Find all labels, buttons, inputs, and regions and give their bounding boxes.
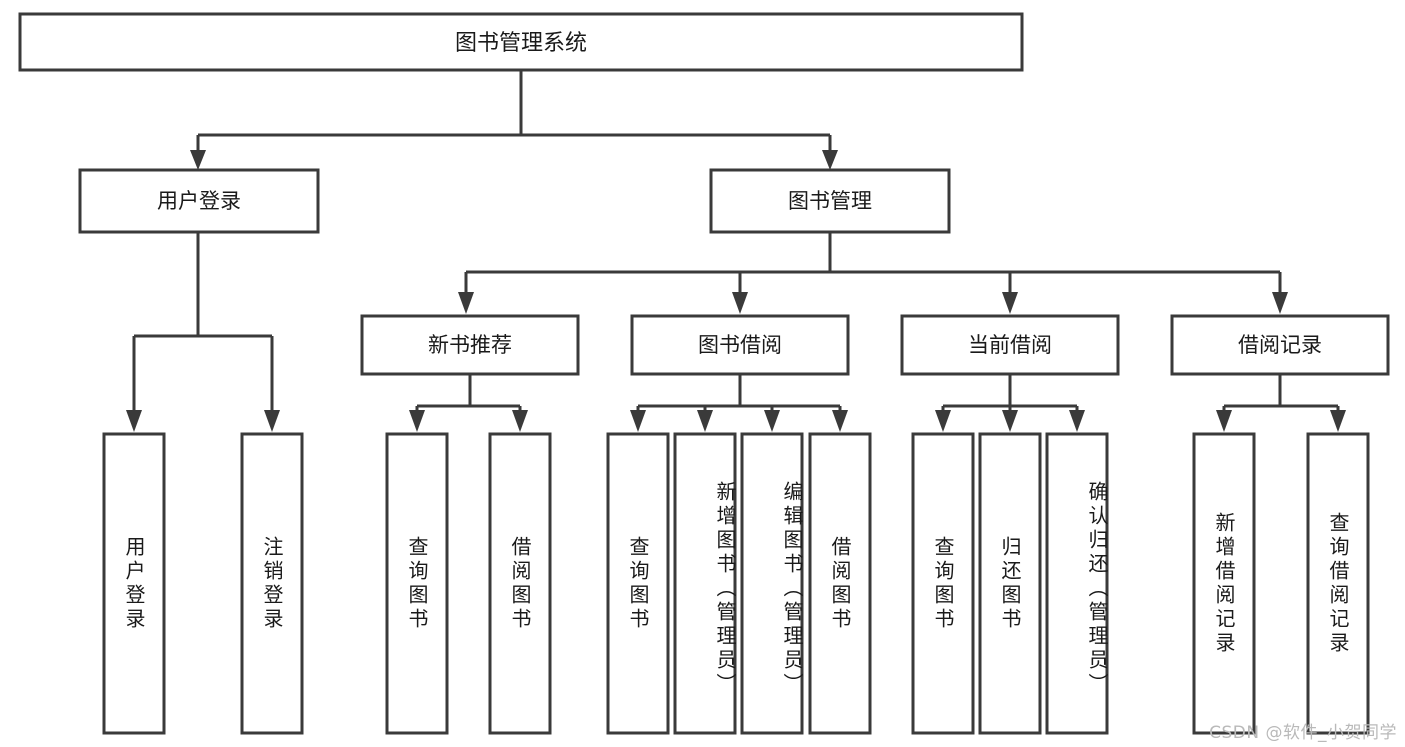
node-leaf-edit-book-box[interactable] [740, 432, 804, 735]
arrow-to-borrow-record [1272, 292, 1288, 314]
node-borrow-record-box[interactable] [1170, 314, 1390, 376]
node-leaf-add-record-box[interactable] [1192, 432, 1256, 735]
connector-group-book-borrow [630, 374, 848, 432]
node-leaf-borrow-book-1-box[interactable] [488, 432, 552, 735]
node-leaf-borrow-book-2-box[interactable] [808, 432, 872, 735]
arrow-to-leaf-edit-book [764, 410, 780, 432]
node-leaf-user-logout-box[interactable] [240, 432, 304, 735]
node-leaf-query-book-1-box[interactable] [385, 432, 449, 735]
connector-group-book-manage [458, 232, 1288, 314]
connector-group-user-login [126, 232, 280, 432]
arrow-to-leaf-query-book-2 [630, 410, 646, 432]
node-leaf-query-book-2-box[interactable] [606, 432, 670, 735]
node-user-login-box[interactable] [78, 168, 320, 234]
node-leaf-confirm-return-box[interactable] [1045, 432, 1109, 735]
node-book-manage[interactable]: 图书管理 [709, 168, 951, 234]
arrow-to-leaf-add-book [697, 410, 713, 432]
node-borrow-record-label: 借阅记录 [1238, 333, 1322, 357]
arrow-to-leaf-query-record [1330, 410, 1346, 432]
arrow-to-leaf-user-logout [264, 410, 280, 432]
node-new-book-recommend-label: 新书推荐 [428, 333, 512, 357]
arrow-to-leaf-query-book-1 [409, 410, 425, 432]
node-new-book-recommend[interactable]: 新书推荐 [360, 314, 580, 376]
node-user-login-label: 用户登录 [157, 189, 241, 213]
connector-group-new-book-recommend [409, 374, 528, 432]
connector-group-root [190, 70, 838, 170]
node-book-manage-box[interactable] [709, 168, 951, 234]
arrow-to-book-borrow [732, 292, 748, 314]
connector-group-current-borrow [935, 374, 1085, 432]
node-root-label: 图书管理系统 [455, 31, 587, 56]
node-current-borrow-box[interactable] [900, 314, 1120, 376]
arrow-to-leaf-return-book [1002, 410, 1018, 432]
arrow-to-leaf-query-book-3 [935, 410, 951, 432]
node-user-login[interactable]: 用户登录 [78, 168, 320, 234]
node-leaf-return-book-box[interactable] [978, 432, 1042, 735]
node-current-borrow-label: 当前借阅 [968, 333, 1052, 357]
connector-group-borrow-record [1216, 374, 1346, 432]
node-leaf-query-record-box[interactable] [1306, 432, 1370, 735]
arrow-to-leaf-add-record [1216, 410, 1232, 432]
arrow-to-current-borrow [1002, 292, 1018, 314]
node-leaf-user-login-box[interactable] [102, 432, 166, 735]
node-current-borrow[interactable]: 当前借阅 [900, 314, 1120, 376]
node-borrow-record[interactable]: 借阅记录 [1170, 314, 1390, 376]
node-leaf-add-book-box[interactable] [673, 432, 737, 735]
node-book-borrow-label: 图书借阅 [698, 333, 782, 357]
csdn-watermark: CSDN @软件_小贺同学 [1209, 723, 1397, 743]
node-book-borrow[interactable]: 图书借阅 [630, 314, 850, 376]
arrow-root-to-user-login [190, 150, 206, 170]
arrow-to-leaf-borrow-book-2 [832, 410, 848, 432]
node-book-manage-label: 图书管理 [788, 189, 872, 213]
leaf-boxes [102, 432, 1370, 735]
node-book-borrow-box[interactable] [630, 314, 850, 376]
arrow-root-to-book-manage [822, 150, 838, 170]
arrow-to-new-book-recommend [458, 292, 474, 314]
node-leaf-query-book-3-box[interactable] [911, 432, 975, 735]
arrow-to-leaf-borrow-book-1 [512, 410, 528, 432]
node-new-book-recommend-box[interactable] [360, 314, 580, 376]
arrow-to-leaf-user-login [126, 410, 142, 432]
arrow-to-leaf-confirm-return [1069, 410, 1085, 432]
node-root[interactable]: 图书管理系统 [18, 12, 1024, 72]
node-root-box[interactable] [18, 12, 1024, 72]
